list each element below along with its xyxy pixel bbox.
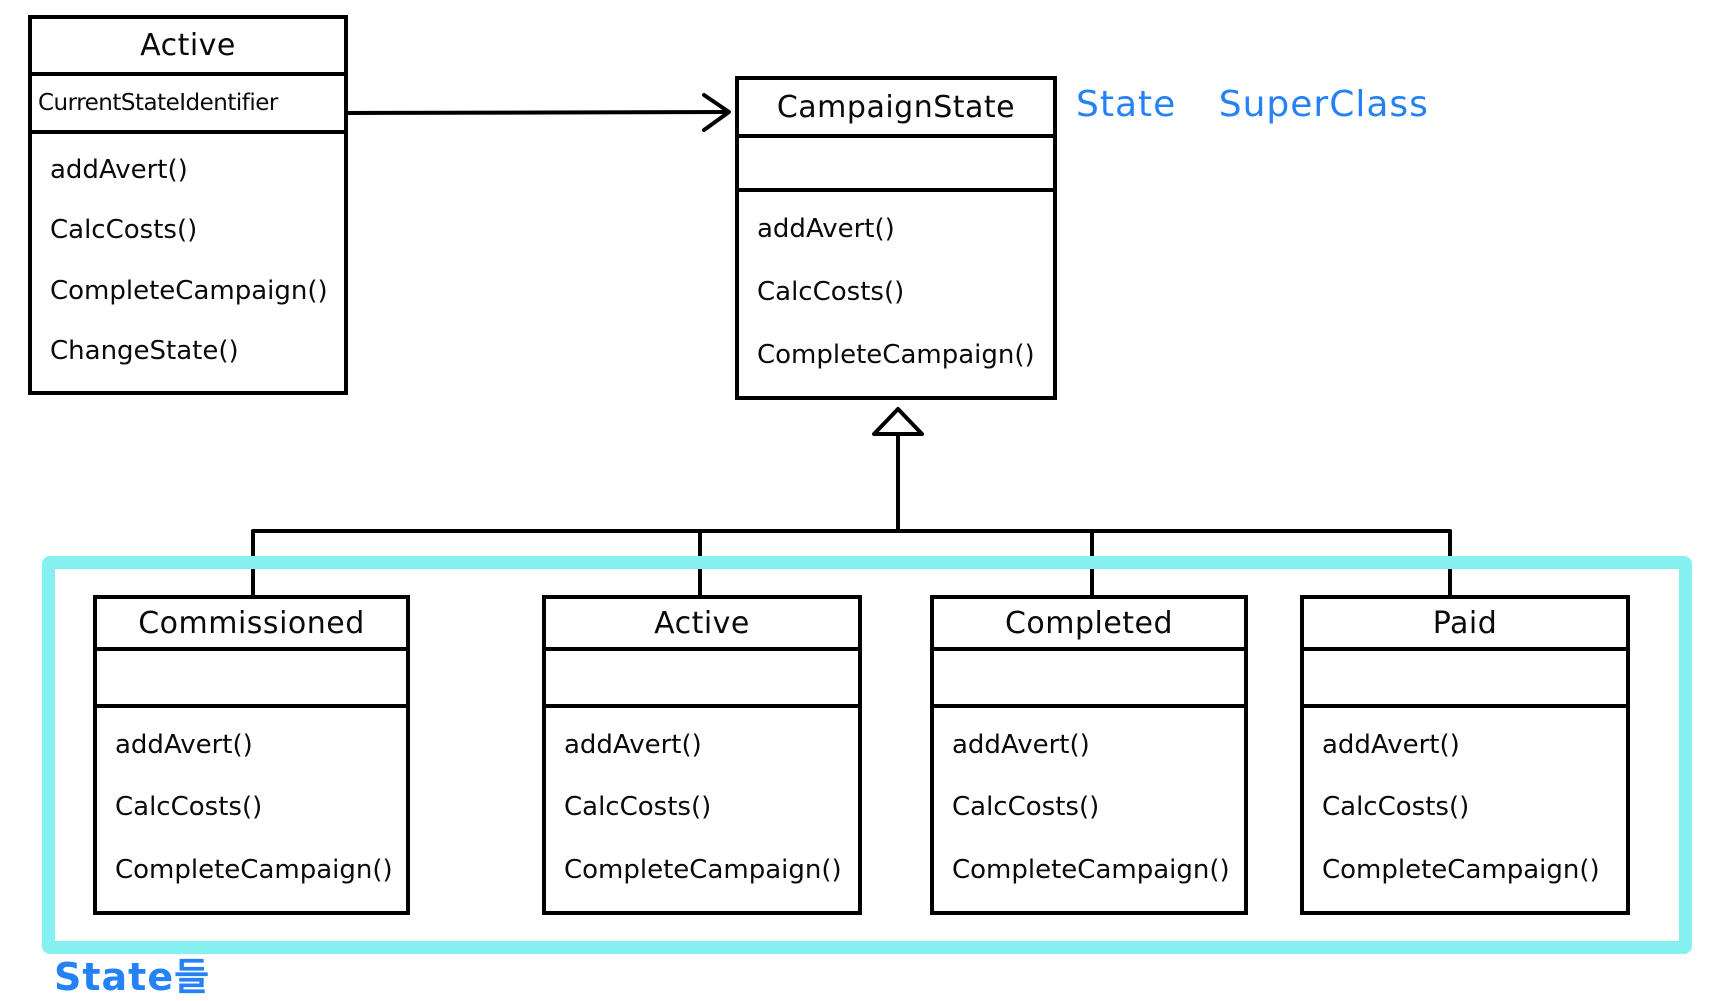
class-box-active-client: Active CurrentStateIdentifier addAvert()… xyxy=(28,15,348,395)
class-methods: addAvert() CalcCosts() CompleteCampaign(… xyxy=(97,708,406,911)
superclass-annotation: State SuperClass xyxy=(1076,84,1429,125)
class-title: Active xyxy=(546,599,858,651)
class-attributes-empty xyxy=(934,651,1244,708)
inheritance-triangle-icon xyxy=(872,407,924,436)
class-title: Completed xyxy=(934,599,1244,651)
method-label: addAvert() xyxy=(50,155,188,186)
class-methods: addAvert() CalcCosts() CompleteCampaign(… xyxy=(546,708,858,911)
class-methods: addAvert() CalcCosts() CompleteCampaign(… xyxy=(1304,708,1626,911)
class-methods: addAvert() CalcCosts() CompleteCampaign(… xyxy=(32,134,344,391)
arrowhead-icon xyxy=(702,93,731,132)
method-label: CalcCosts() xyxy=(1322,792,1470,823)
class-title: Paid xyxy=(1304,599,1626,651)
method-label: CalcCosts() xyxy=(952,792,1100,823)
states-highlight-frame xyxy=(42,556,1692,954)
class-methods: addAvert() CalcCosts() CompleteCampaign(… xyxy=(934,708,1244,911)
method-label: ChangeState() xyxy=(50,335,239,366)
method-label: addAvert() xyxy=(757,214,895,245)
method-label: addAvert() xyxy=(1322,730,1460,761)
class-attributes-empty xyxy=(739,138,1053,192)
method-label: CompleteCampaign() xyxy=(115,854,393,885)
class-attributes-empty xyxy=(546,651,858,708)
method-label: CompleteCampaign() xyxy=(757,339,1035,370)
method-label: CompleteCampaign() xyxy=(1322,854,1600,885)
class-title: Active xyxy=(32,19,344,76)
association-arrow xyxy=(345,93,731,132)
class-attributes: CurrentStateIdentifier xyxy=(32,76,344,134)
method-label: CompleteCampaign() xyxy=(50,275,328,306)
method-label: addAvert() xyxy=(564,730,702,761)
method-label: CalcCosts() xyxy=(115,792,263,823)
states-annotation: State들 xyxy=(54,955,211,999)
class-box-paid: Paid addAvert() CalcCosts() CompleteCamp… xyxy=(1300,595,1630,915)
class-box-completed: Completed addAvert() CalcCosts() Complet… xyxy=(930,595,1248,915)
method-label: addAvert() xyxy=(115,730,253,761)
class-methods: addAvert() CalcCosts() CompleteCampaign(… xyxy=(739,192,1053,396)
method-label: CompleteCampaign() xyxy=(952,854,1230,885)
class-title: Commissioned xyxy=(97,599,406,651)
class-box-campaignstate: CampaignState addAvert() CalcCosts() Com… xyxy=(735,76,1057,400)
attribute-label: CurrentStateIdentifier xyxy=(38,90,278,116)
class-box-commissioned: Commissioned addAvert() CalcCosts() Comp… xyxy=(93,595,410,915)
class-attributes-empty xyxy=(1304,651,1626,708)
method-label: addAvert() xyxy=(952,730,1090,761)
method-label: CalcCosts() xyxy=(50,215,198,246)
method-label: CalcCosts() xyxy=(564,792,712,823)
class-box-active-state: Active addAvert() CalcCosts() CompleteCa… xyxy=(542,595,862,915)
class-title: CampaignState xyxy=(739,80,1053,138)
method-label: CompleteCampaign() xyxy=(564,854,842,885)
class-attributes-empty xyxy=(97,651,406,708)
method-label: CalcCosts() xyxy=(757,276,905,307)
